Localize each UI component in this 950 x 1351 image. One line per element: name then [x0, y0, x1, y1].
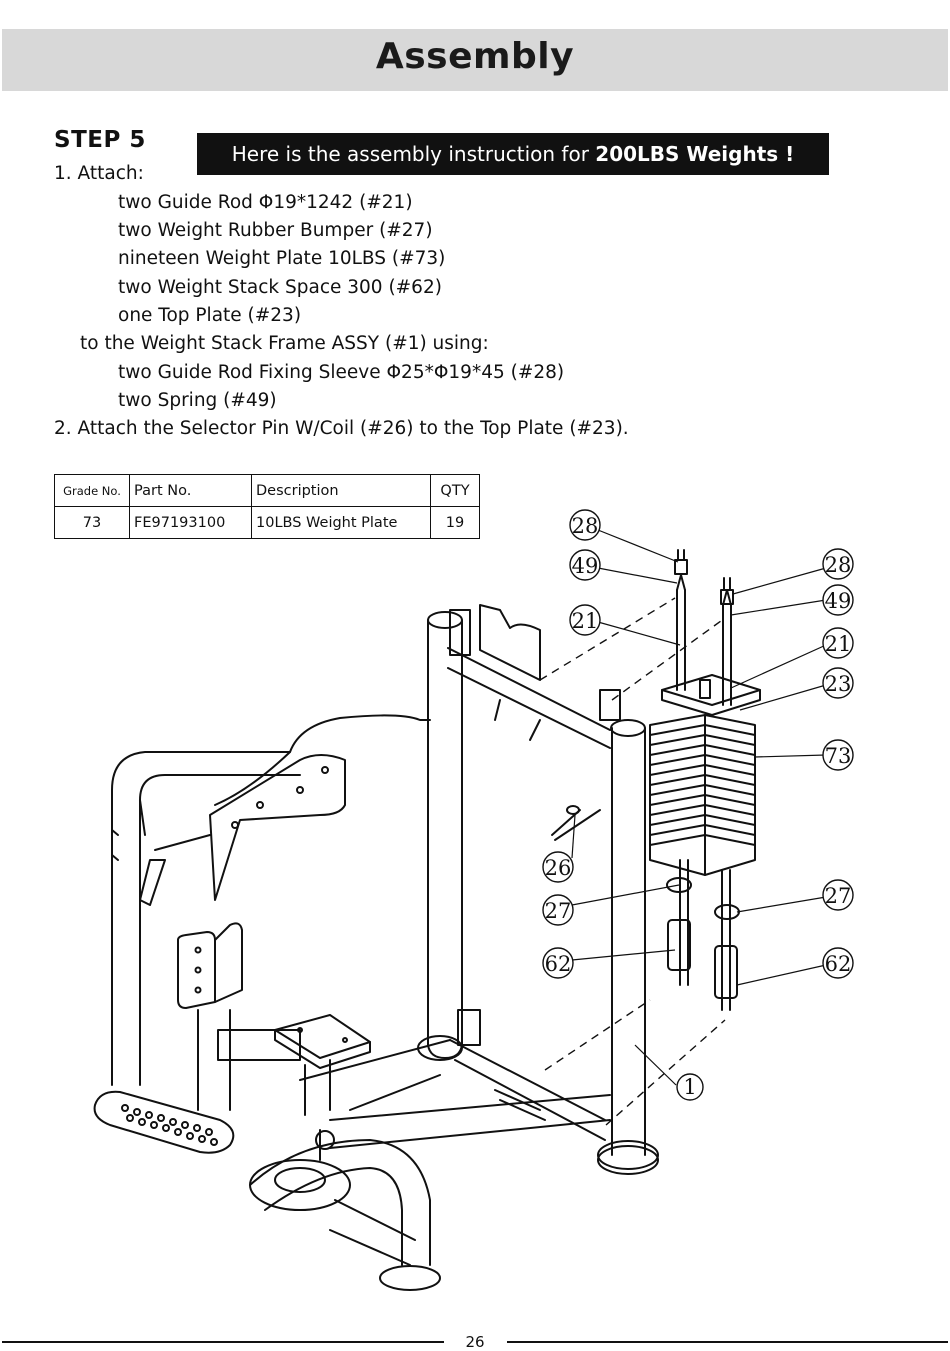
instruction-to-frame: to the Weight Stack Frame ASSY (#1) usin…	[80, 333, 489, 354]
page-title: Assembly	[375, 36, 575, 77]
callout-21-right	[822, 627, 854, 659]
callout-label: 49	[825, 589, 852, 613]
foot-plate	[93, 1090, 235, 1154]
rotation-disc	[249, 1159, 351, 1211]
callout-label: 23	[825, 672, 852, 696]
callout-label: 49	[572, 554, 599, 578]
instruction-item: two Guide Rod Φ19*1242 (#21)	[118, 192, 413, 213]
cell-grade: 73	[54, 506, 130, 539]
step-title: STEP 5	[54, 127, 146, 153]
callout-1	[676, 1073, 704, 1101]
callout-49-left	[569, 549, 601, 581]
instruction-item: nineteen Weight Plate 10LBS (#73)	[118, 248, 446, 269]
instruction-line-2: 2. Attach the Selector Pin W/Coil (#26) …	[54, 418, 629, 439]
callout-label: 1	[683, 1075, 696, 1099]
callout-label: 62	[545, 952, 572, 976]
callout-label: 73	[825, 744, 852, 768]
arm-frame	[111, 714, 431, 1086]
callout-26	[542, 851, 574, 883]
parts-table: Grade No. Part No. Description QTY 73 FE…	[54, 474, 480, 539]
weights-banner: Here is the assembly instruction for 200…	[197, 133, 829, 175]
footer-rule-right	[507, 1341, 948, 1343]
page-number: 26	[465, 1333, 485, 1351]
cell-part: FE97193100	[129, 506, 252, 539]
shoulder-plate	[209, 754, 346, 901]
instruction-item: two Weight Rubber Bumper (#27)	[118, 220, 433, 241]
stack-space-left	[667, 919, 691, 971]
callout-73	[822, 739, 854, 771]
callout-28-left	[569, 509, 601, 541]
callout-label: 28	[825, 553, 852, 577]
guide-rod-right	[722, 604, 732, 706]
guide-rod-left	[676, 589, 686, 691]
handle	[139, 859, 166, 906]
instruction-item: two Spring (#49)	[118, 390, 277, 411]
stack-space-right	[714, 945, 738, 999]
instruction-item: two Guide Rod Fixing Sleeve Φ25*Φ19*45 (…	[118, 362, 565, 383]
callout-label: 62	[825, 952, 852, 976]
callout-label: 26	[545, 856, 572, 880]
callout-21-left	[569, 604, 601, 636]
callout-label: 21	[572, 609, 599, 633]
header-band	[2, 29, 948, 91]
callout-28-right	[822, 548, 854, 580]
instruction-line-1: 1. Attach:	[54, 163, 144, 184]
instruction-item: one Top Plate (#23)	[118, 305, 302, 326]
cell-qty: 19	[430, 506, 480, 539]
callout-label: 27	[825, 884, 852, 908]
callout-27-right	[822, 879, 854, 911]
banner-text: Here is the assembly instruction for	[231, 142, 596, 166]
table-row: 73 FE97193100 10LBS Weight Plate 19	[54, 506, 480, 539]
callout-label: 21	[825, 632, 852, 656]
banner-bold-text: 200LBS Weights !	[595, 142, 795, 166]
header-part: Part No.	[129, 474, 252, 507]
callout-62-right	[822, 947, 854, 979]
callout-27-left	[542, 894, 574, 926]
instruction-item: two Weight Stack Space 300 (#62)	[118, 277, 442, 298]
footer-rule-left	[2, 1341, 444, 1343]
foot-plate-dots	[121, 1104, 218, 1146]
callout-label: 27	[545, 899, 572, 923]
header-grade: Grade No.	[54, 474, 130, 507]
callout-62-left	[542, 947, 574, 979]
table-header-row: Grade No. Part No. Description QTY	[54, 474, 480, 507]
cell-description: 10LBS Weight Plate	[251, 506, 431, 539]
frame-upright-right	[611, 727, 646, 1156]
callout-label: 28	[572, 514, 599, 538]
header-qty: QTY	[430, 474, 480, 507]
callout-49-right	[822, 584, 854, 616]
seat	[274, 1014, 371, 1059]
back-pad	[177, 931, 216, 1009]
rubber-bumper-right	[714, 904, 740, 920]
frame-upright-left	[427, 619, 463, 1059]
rubber-bumper-left	[666, 877, 692, 893]
callout-23	[822, 667, 854, 699]
